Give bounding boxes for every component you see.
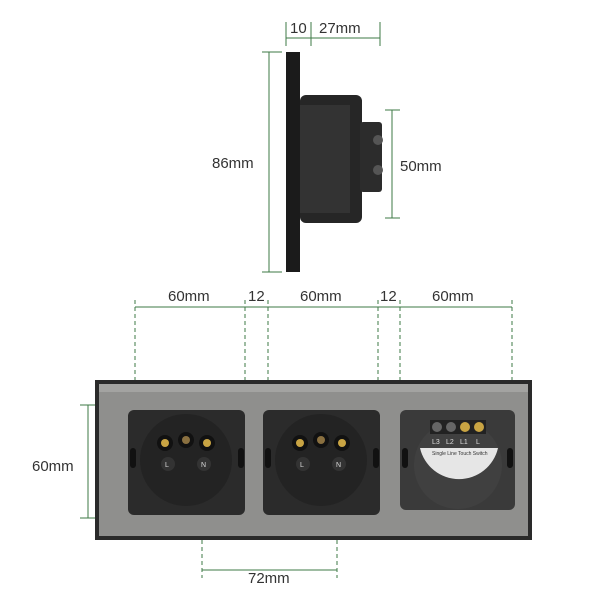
switch-module: L3 L2 L1 L Single Line Touch Switch	[400, 410, 515, 510]
side-screw	[373, 165, 383, 175]
width-label-3: 60mm	[432, 288, 474, 305]
side-view: 10 27mm 86mm 50mm	[212, 20, 442, 273]
front-dimension-lines	[80, 300, 513, 578]
socket-2-terminal-n: N	[336, 462, 341, 469]
socket-1-terminal-l: L	[165, 462, 169, 469]
thickness-label: 10	[290, 20, 307, 37]
module-height-label: 60mm	[32, 458, 74, 475]
front-panel: L N L N L3 L2 L1 L Singl	[95, 380, 532, 540]
body-height-label: 50mm	[400, 158, 442, 175]
socket-1-terminal-n: N	[201, 462, 206, 469]
socket-spacing-label: 72mm	[248, 570, 290, 587]
socket-module-2: L N	[263, 410, 380, 515]
terminal-l1: L1	[460, 439, 468, 446]
gap-label-2: 12	[380, 288, 397, 305]
side-rear-block	[360, 122, 382, 192]
side-plate	[286, 52, 300, 272]
width-label-2: 60mm	[300, 288, 342, 305]
gap-label-1: 12	[248, 288, 265, 305]
terminal-l3: L3	[432, 439, 440, 446]
terminal-l2: L2	[446, 439, 454, 446]
side-screw	[373, 135, 383, 145]
terminal-l: L	[476, 439, 480, 446]
socket-2-terminal-l: L	[300, 462, 304, 469]
socket-module-1: L N	[128, 410, 245, 515]
height-label: 86mm	[212, 155, 254, 172]
side-body-shade	[300, 105, 350, 213]
width-label-1: 60mm	[168, 288, 210, 305]
depth-label: 27mm	[319, 20, 361, 37]
switch-product-label: Single Line Touch Switch	[432, 451, 488, 457]
